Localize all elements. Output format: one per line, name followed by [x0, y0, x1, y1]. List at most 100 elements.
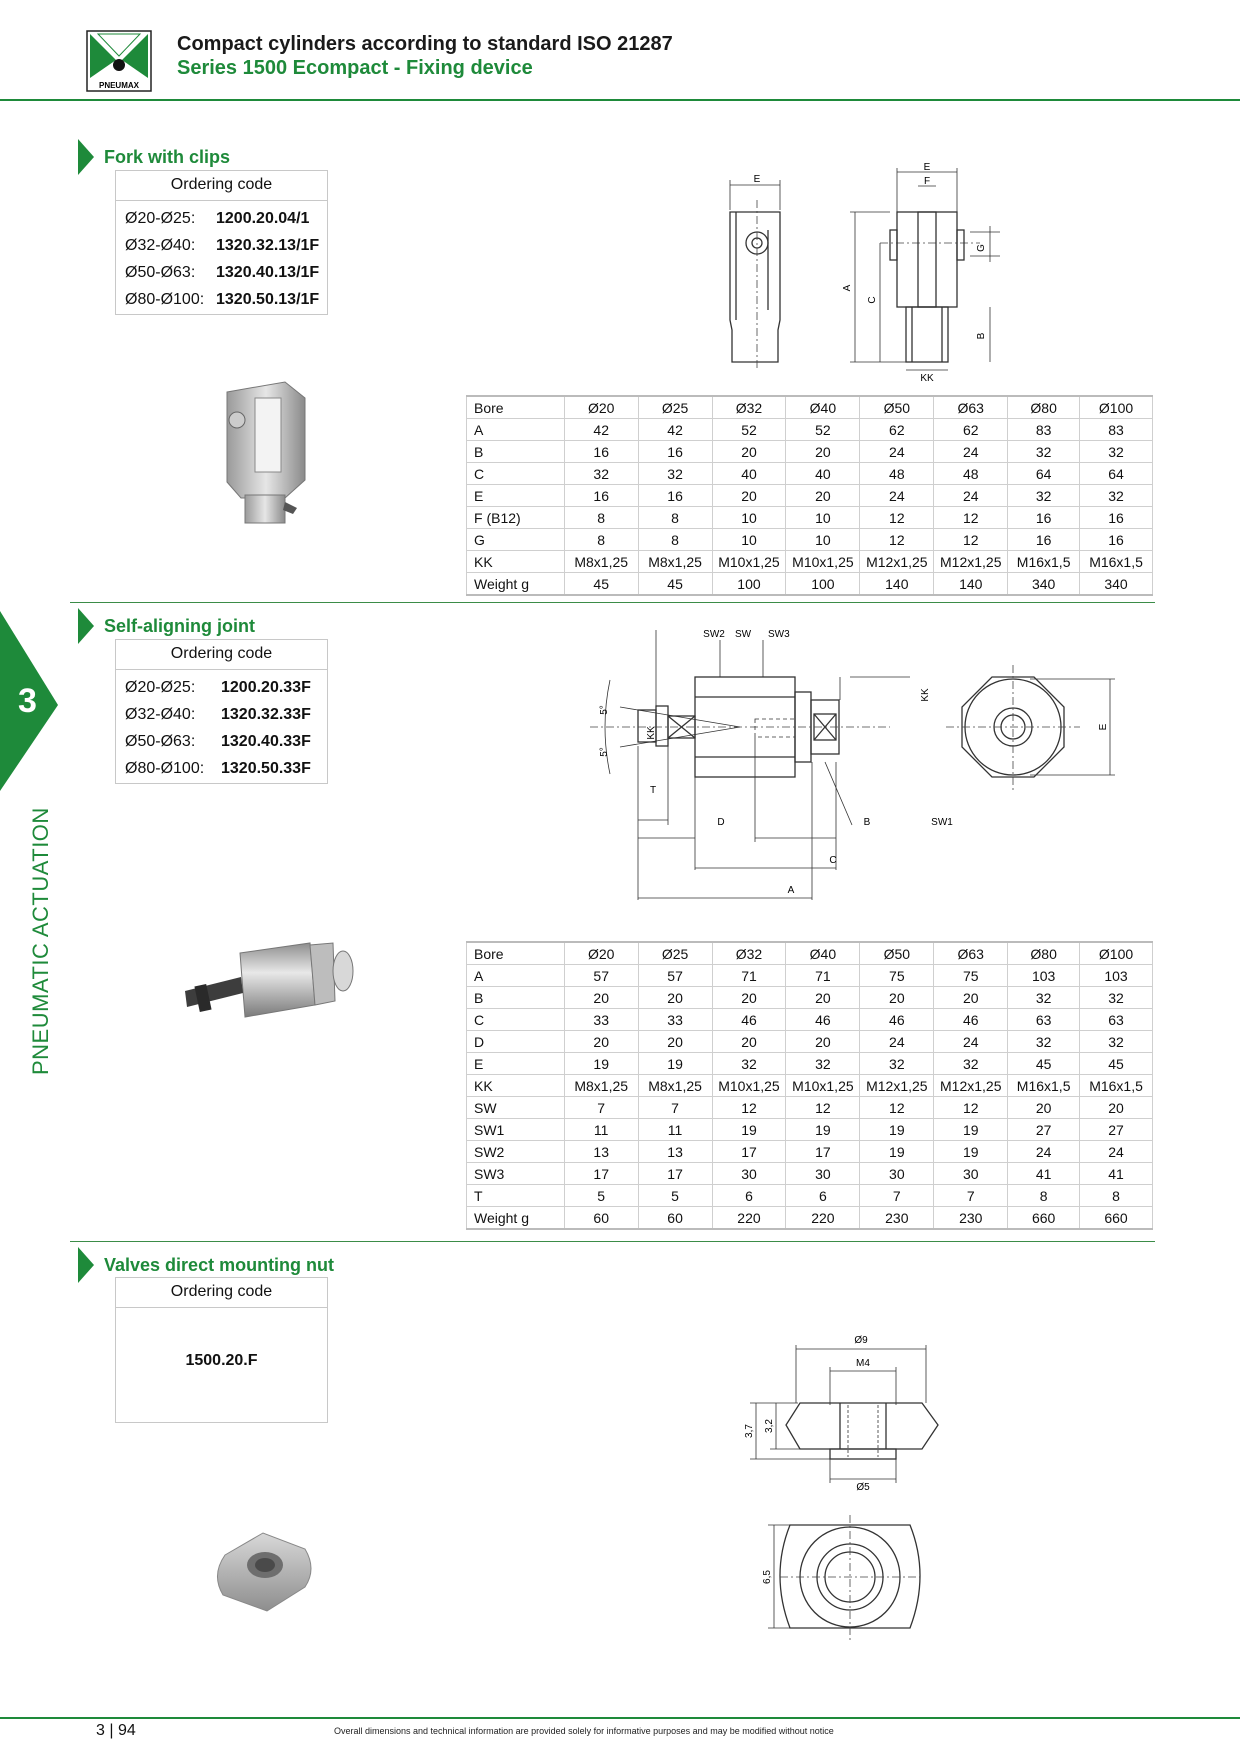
table-cell: 13: [563, 1140, 639, 1163]
table-cell: 45: [563, 572, 639, 596]
table-cell: M10x1,25: [785, 550, 861, 573]
table-cell: 57: [563, 964, 639, 987]
table-cell: B: [466, 986, 565, 1009]
ordering-row: Ø32-Ø40:1320.32.13/1F: [125, 237, 320, 254]
table-cell: B: [466, 440, 565, 463]
table-header-cell: Ø32: [711, 941, 787, 965]
table-cell: SW3: [466, 1162, 565, 1185]
svg-text:KK: KK: [646, 726, 657, 740]
table-cell: 60: [637, 1206, 713, 1230]
table-cell: 20: [785, 986, 861, 1009]
table-cell: 12: [859, 528, 935, 551]
svg-text:SW1: SW1: [931, 817, 953, 828]
svg-text:Ø9: Ø9: [854, 1335, 868, 1346]
table-cell: 40: [785, 462, 861, 485]
table-header-cell: Ø40: [785, 941, 861, 965]
table-cell: 140: [933, 572, 1009, 596]
table-cell: 13: [637, 1140, 713, 1163]
table-cell: 32: [1007, 484, 1081, 507]
svg-text:KK: KK: [920, 688, 931, 702]
svg-text:PNEUMAX: PNEUMAX: [99, 81, 140, 90]
table-cell: 20: [859, 986, 935, 1009]
table-cell: 32: [563, 462, 639, 485]
table-cell: 17: [563, 1162, 639, 1185]
nut-product-image: [217, 1532, 312, 1612]
table-cell: 220: [785, 1206, 861, 1230]
table-cell: 48: [933, 462, 1009, 485]
table-cell: 33: [563, 1008, 639, 1031]
table-cell: 64: [1007, 462, 1081, 485]
table-cell: 42: [563, 418, 639, 441]
table-cell: T: [466, 1184, 565, 1207]
table-cell: 30: [785, 1162, 861, 1185]
ordering-header: Ordering code: [116, 640, 327, 670]
joint-product-image: [185, 942, 354, 1018]
table-cell: 11: [637, 1118, 713, 1141]
table-cell: 32: [1007, 986, 1081, 1009]
table-header-cell: Ø32: [711, 395, 787, 419]
table-cell: 19: [933, 1118, 1009, 1141]
table-cell: A: [466, 964, 565, 987]
table-cell: 12: [785, 1096, 861, 1119]
table-cell: 32: [1007, 1030, 1081, 1053]
table-cell: 12: [933, 528, 1009, 551]
table-cell: 20: [1079, 1096, 1153, 1119]
table-cell: 32: [1079, 986, 1153, 1009]
svg-text:D: D: [717, 817, 724, 828]
section-divider: [70, 602, 1155, 603]
table-cell: 62: [859, 418, 935, 441]
table-cell: 16: [1007, 528, 1081, 551]
table-cell: 45: [1079, 1052, 1153, 1075]
svg-text:B: B: [864, 817, 871, 828]
nut-ordering-code: 1500.20.F: [185, 1352, 258, 1369]
table-cell: 32: [1079, 440, 1153, 463]
section-marker-icon: [78, 1247, 94, 1283]
table-cell: 19: [859, 1118, 935, 1141]
table-cell: 46: [711, 1008, 787, 1031]
svg-text:SW2: SW2: [703, 629, 725, 640]
table-cell: 12: [859, 506, 935, 529]
page-title: Compact cylinders according to standard …: [177, 33, 673, 55]
table-cell: 16: [1079, 506, 1153, 529]
table-cell: 20: [711, 440, 787, 463]
table-cell: 20: [1007, 1096, 1081, 1119]
joint-ordering-box: Ordering code Ø20-Ø25:1200.20.33F Ø32-Ø4…: [115, 639, 328, 784]
table-cell: 19: [637, 1052, 713, 1075]
table-cell: 30: [859, 1162, 935, 1185]
section-marker-icon: [78, 608, 94, 644]
joint-drawing: SW SW2 SW2 SW3 KK KK 5° 5° T D B SW1 C A…: [590, 629, 1115, 900]
fork-ordering-box: Ordering code Ø20-Ø25:1200.20.04/1 Ø32-Ø…: [115, 170, 328, 315]
table-header-cell: Ø50: [859, 395, 935, 419]
table-cell: 24: [859, 1030, 935, 1053]
table-cell: 16: [563, 440, 639, 463]
table-cell: 63: [1007, 1008, 1081, 1031]
table-cell: KK: [466, 1074, 565, 1097]
ordering-row: Ø32-Ø40:1320.32.33F: [125, 706, 311, 723]
table-cell: 19: [563, 1052, 639, 1075]
table-cell: M8x1,25: [563, 550, 639, 573]
table-cell: 27: [1079, 1118, 1153, 1141]
table-cell: M8x1,25: [563, 1074, 639, 1097]
table-cell: 46: [785, 1008, 861, 1031]
svg-text:3,2: 3,2: [764, 1419, 775, 1433]
table-header-cell: Ø63: [933, 941, 1009, 965]
table-cell: 75: [933, 964, 1009, 987]
table-cell: 41: [1007, 1162, 1081, 1185]
table-cell: 8: [637, 528, 713, 551]
ordering-row: Ø20-Ø25:1200.20.33F: [125, 679, 311, 696]
table-cell: M16x1,5: [1079, 1074, 1153, 1097]
table-cell: 6: [711, 1184, 787, 1207]
table-cell: 12: [933, 506, 1009, 529]
table-cell: 24: [859, 484, 935, 507]
nut-ordering-box: Ordering code 1500.20.F: [115, 1277, 328, 1423]
table-cell: 20: [711, 484, 787, 507]
table-cell: E: [466, 484, 565, 507]
